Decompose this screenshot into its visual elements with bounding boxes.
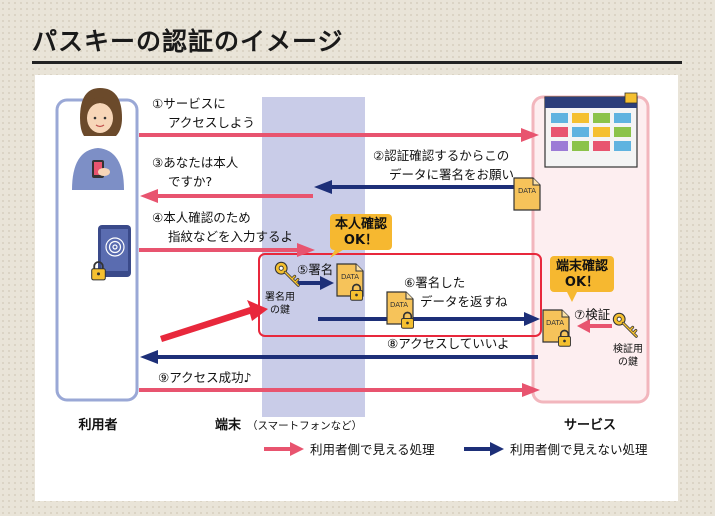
verify-key-label: 検証用 bbox=[613, 342, 643, 355]
arrow-step4 bbox=[139, 243, 315, 257]
arrow-step3 bbox=[140, 189, 313, 203]
step4-label: 指紋などを入力するよ bbox=[168, 229, 293, 244]
step9-label: ⑨アクセス成功♪ bbox=[158, 370, 252, 385]
step4-label: ④本人確認のため bbox=[152, 210, 251, 225]
step3-label: ですか? bbox=[168, 174, 212, 189]
step7-label: ⑦検証 bbox=[574, 307, 611, 322]
step6-label: データを返すね bbox=[420, 294, 508, 309]
data-document-icon: DATA bbox=[513, 177, 541, 211]
page-title: パスキーの認証のイメージ bbox=[32, 27, 344, 56]
legend: 利用者側で見える処理 利用者側で見えない処理 bbox=[264, 442, 648, 457]
data-document-icon: DATA bbox=[542, 309, 572, 347]
data-document-icon: DATA bbox=[386, 291, 415, 329]
step2-label: データに署名をお願い bbox=[389, 167, 514, 182]
svg-text:端末確認: 端末確認 bbox=[556, 258, 608, 274]
device-ok-callout: 端末確認 OK！ bbox=[550, 256, 614, 302]
svg-text:本人確認: 本人確認 bbox=[335, 216, 387, 232]
step5-label: ⑤署名 bbox=[297, 262, 333, 277]
svg-text:DATA: DATA bbox=[341, 273, 359, 281]
verify-key-label: の鍵 bbox=[618, 355, 638, 368]
arrow-step1 bbox=[139, 128, 539, 142]
person-icon bbox=[72, 88, 124, 190]
pointer-arrow bbox=[160, 300, 268, 342]
svg-text:OK！: OK！ bbox=[565, 275, 599, 290]
website-icon bbox=[544, 92, 638, 168]
step1-label: アクセスしよう bbox=[168, 115, 255, 130]
fingerprint-phone-icon bbox=[98, 225, 131, 277]
svg-text:DATA: DATA bbox=[390, 301, 408, 309]
device-label: 端末 bbox=[215, 417, 242, 433]
device-note: （スマートフォンなど） bbox=[247, 420, 362, 432]
step1-label: ①サービスに bbox=[152, 96, 226, 111]
signing-key-label: 署名用 bbox=[265, 290, 295, 303]
arrow-verify bbox=[577, 319, 612, 333]
svg-text:DATA: DATA bbox=[518, 187, 536, 195]
step8-label: ⑧アクセスしていいよ bbox=[387, 336, 509, 351]
arrow-step9 bbox=[139, 383, 540, 397]
title-rule bbox=[32, 61, 682, 64]
svg-text:DATA: DATA bbox=[546, 319, 564, 327]
step6-label: ⑥署名した bbox=[404, 275, 465, 290]
arrow-step2 bbox=[314, 180, 528, 194]
arrow-step6 bbox=[318, 312, 540, 326]
data-document-icon: DATA bbox=[336, 263, 364, 301]
signing-key-label: の鍵 bbox=[270, 303, 290, 316]
service-label: サービス bbox=[564, 417, 616, 433]
signing-highlight-box bbox=[258, 253, 542, 337]
legend-visible: 利用者側で見える処理 bbox=[310, 442, 435, 457]
user-label: 利用者 bbox=[78, 417, 117, 433]
arrow-step5 bbox=[298, 276, 334, 290]
svg-text:OK！: OK！ bbox=[344, 233, 378, 248]
identity-ok-callout: 本人確認 OK！ bbox=[330, 214, 392, 258]
legend-invisible: 利用者側で見えない処理 bbox=[510, 442, 648, 457]
device-band bbox=[262, 97, 365, 417]
arrow-step8 bbox=[140, 350, 538, 364]
step2-label: ②認証確認するからこの bbox=[373, 148, 509, 163]
step3-label: ③あなたは本人 bbox=[152, 155, 239, 170]
